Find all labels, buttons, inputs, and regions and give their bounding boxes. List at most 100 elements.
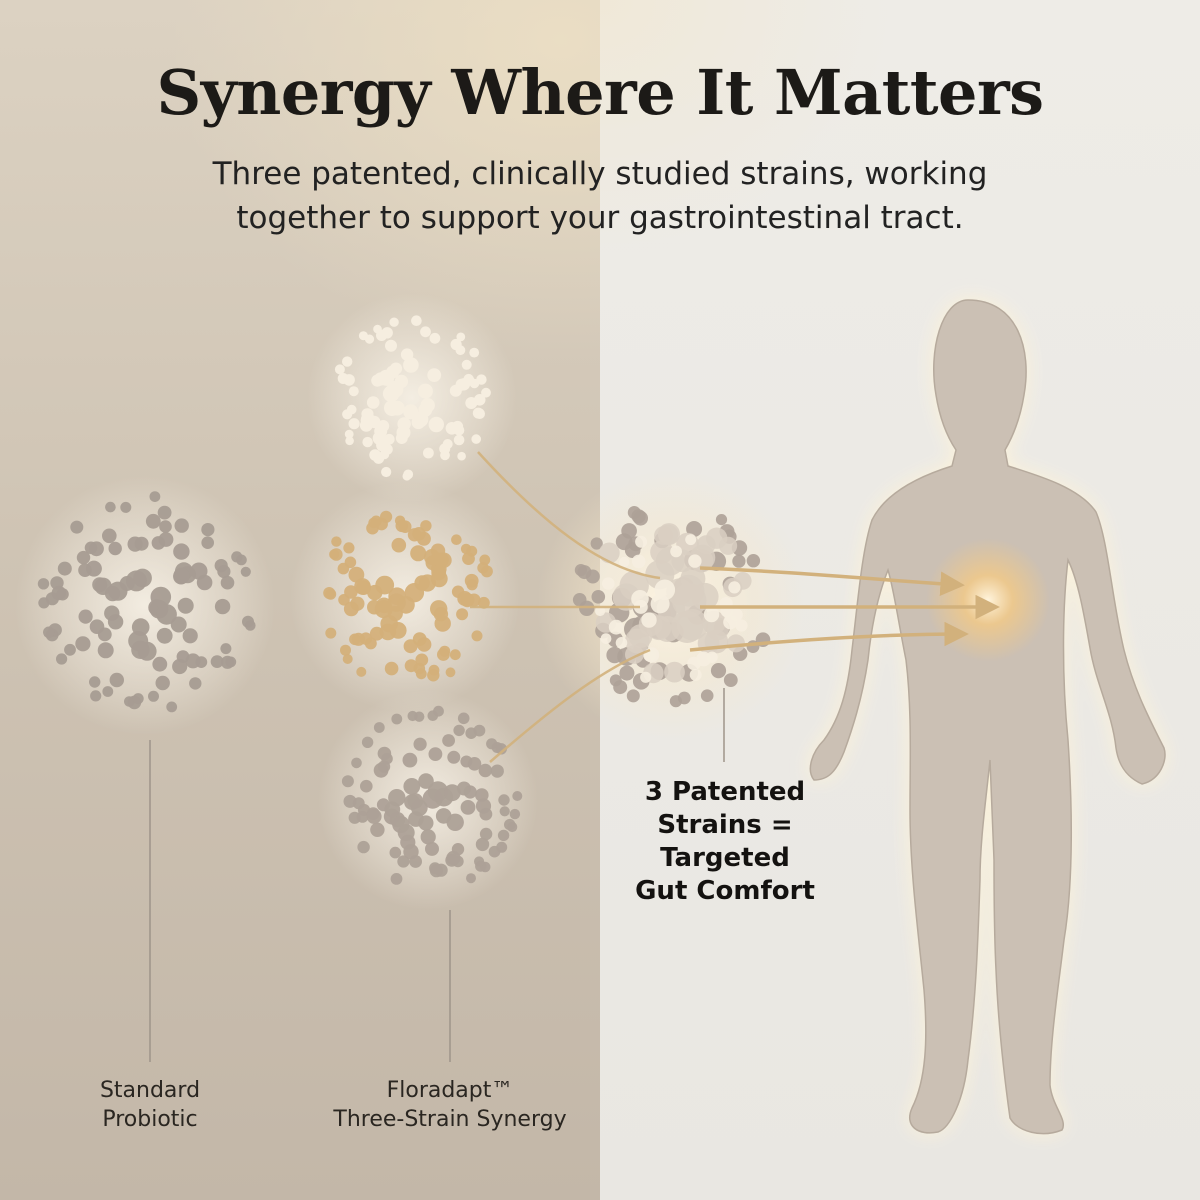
- callout-line1: 3 Patented: [644, 777, 806, 807]
- strain-bottom-dot: [402, 752, 418, 768]
- mixed-strain-dot: [715, 514, 728, 526]
- strain-bottom-dot: [442, 734, 455, 747]
- strain-bottom-dot: [435, 808, 452, 824]
- mixed-strain-dot: [579, 600, 595, 616]
- strain-middle-dot: [478, 596, 490, 609]
- strain-bottom-dot: [351, 757, 362, 769]
- strain-middle-dot: [356, 666, 367, 677]
- standard-probiotic-dot: [220, 643, 232, 655]
- mixed-strain-dot: [574, 564, 588, 577]
- strain-bottom-dot: [425, 841, 439, 856]
- standard-probiotic-dot: [156, 627, 173, 644]
- standard-probiotic-dot: [90, 690, 102, 702]
- standard-probiotic-dot: [124, 696, 135, 707]
- mixed-strain-dot: [735, 619, 748, 632]
- strain-top-dot: [428, 416, 444, 433]
- standard-probiotic-dot: [196, 574, 213, 591]
- strain-middle-dot: [427, 669, 440, 682]
- strain-top-dot: [369, 449, 381, 461]
- strain-middle-dot: [343, 542, 355, 554]
- standard-probiotic-dot: [225, 656, 237, 668]
- standard-probiotic-dot: [177, 597, 194, 614]
- strain-top-dot: [420, 326, 431, 338]
- strain-top-dot: [411, 415, 426, 430]
- arrow-top: [699, 566, 965, 597]
- strain-bottom-dot: [509, 808, 521, 820]
- strain-middle-dot: [417, 637, 432, 652]
- strain-middle-dot: [471, 630, 483, 642]
- strain-middle-dot: [375, 575, 395, 595]
- strain-bottom-dot: [433, 705, 444, 717]
- mixed-strain-dot: [696, 651, 712, 667]
- strain-top-dot: [471, 434, 482, 444]
- mixed-strain-dot: [590, 537, 603, 550]
- mixed-strain-dot: [615, 637, 628, 649]
- standard-probiotic-dot: [97, 642, 114, 659]
- standard-probiotic-dot: [56, 653, 68, 665]
- strain-bottom-dot: [356, 811, 369, 823]
- strain-middle-dot: [445, 667, 456, 678]
- standard-probiotic-dot: [220, 575, 235, 590]
- strain-middle-dot: [431, 565, 447, 581]
- mixed-strain-dot: [606, 646, 623, 664]
- mixed-strain-dot: [654, 579, 676, 601]
- strain-bottom-dot: [373, 762, 389, 778]
- strain-top-dot: [469, 347, 480, 358]
- mixed-strain-dot: [631, 590, 649, 608]
- strain-bottom-dot: [418, 773, 434, 789]
- strain-top-dot: [345, 436, 354, 446]
- mixed-strain-dot: [697, 632, 720, 654]
- standard-probiotic-dot: [149, 491, 161, 502]
- strain-middle-dot: [403, 639, 418, 654]
- strain-bottom-dot: [361, 736, 374, 748]
- strain-top-dot: [362, 436, 373, 448]
- strain-middle-dot: [415, 668, 427, 680]
- strain-top-dot: [481, 387, 491, 398]
- standard-probiotic-dot: [159, 520, 172, 533]
- strain-top-dot: [348, 386, 359, 397]
- strain-middle-dot: [415, 653, 429, 667]
- mixed-strain-dot: [613, 680, 628, 695]
- arrow-bottom: [689, 621, 969, 652]
- label-standard-line1: Standard: [99, 1078, 201, 1103]
- standard-probiotic-dot: [152, 656, 168, 672]
- strain-top-dot: [364, 334, 375, 344]
- standard-probiotic-dot: [109, 672, 125, 688]
- strain-top-dot: [366, 396, 380, 409]
- strain-bottom-dot: [475, 798, 492, 814]
- label-standard-probiotic: Standard Probiotic: [60, 1076, 240, 1134]
- strain-bottom-dot: [427, 781, 449, 802]
- strain-middle-dot: [398, 520, 412, 533]
- standard-probiotic-dot: [43, 626, 55, 639]
- strain-top-dot: [334, 364, 345, 375]
- standard-probiotic-dot: [92, 577, 108, 593]
- strain-middle-cluster: [323, 510, 493, 682]
- strain-bottom-dot: [373, 722, 385, 733]
- callout-patented-strains: 3 Patented Strains = Targeted Gut Comfor…: [600, 776, 850, 908]
- strain-bottom-dot: [474, 856, 485, 867]
- strain-top-dot: [344, 429, 354, 439]
- strain-bottom-dot: [357, 840, 370, 854]
- standard-probiotic-dot: [37, 578, 50, 590]
- strain-bottom-dot: [457, 712, 470, 725]
- strain-top-dot: [463, 373, 474, 385]
- mixed-strain-dot: [631, 509, 646, 524]
- standard-probiotic-dot: [132, 693, 144, 705]
- standard-probiotic-dot: [155, 675, 170, 691]
- label-floradapt-line2: Three-Strain Synergy: [333, 1107, 567, 1132]
- strain-top-dot: [386, 365, 400, 379]
- strain-bottom-dot: [381, 752, 393, 765]
- standard-probiotic-dot: [108, 541, 122, 556]
- human-body-silhouette-icon: [809, 299, 1166, 1135]
- standard-probiotic-dot: [76, 550, 91, 565]
- label-standard-line2: Probiotic: [102, 1107, 198, 1132]
- mixed-strain-dot: [626, 689, 640, 703]
- strain-middle-dot: [342, 654, 353, 664]
- standard-probiotic-dot: [201, 523, 215, 537]
- strain-middle-dot: [407, 528, 422, 542]
- callout-line3: Targeted: [660, 843, 790, 873]
- strain-top-dot: [383, 433, 395, 445]
- strain-top-dot: [342, 356, 353, 367]
- strain-bottom-dot: [390, 873, 403, 885]
- mixed-strain-dot: [619, 665, 635, 681]
